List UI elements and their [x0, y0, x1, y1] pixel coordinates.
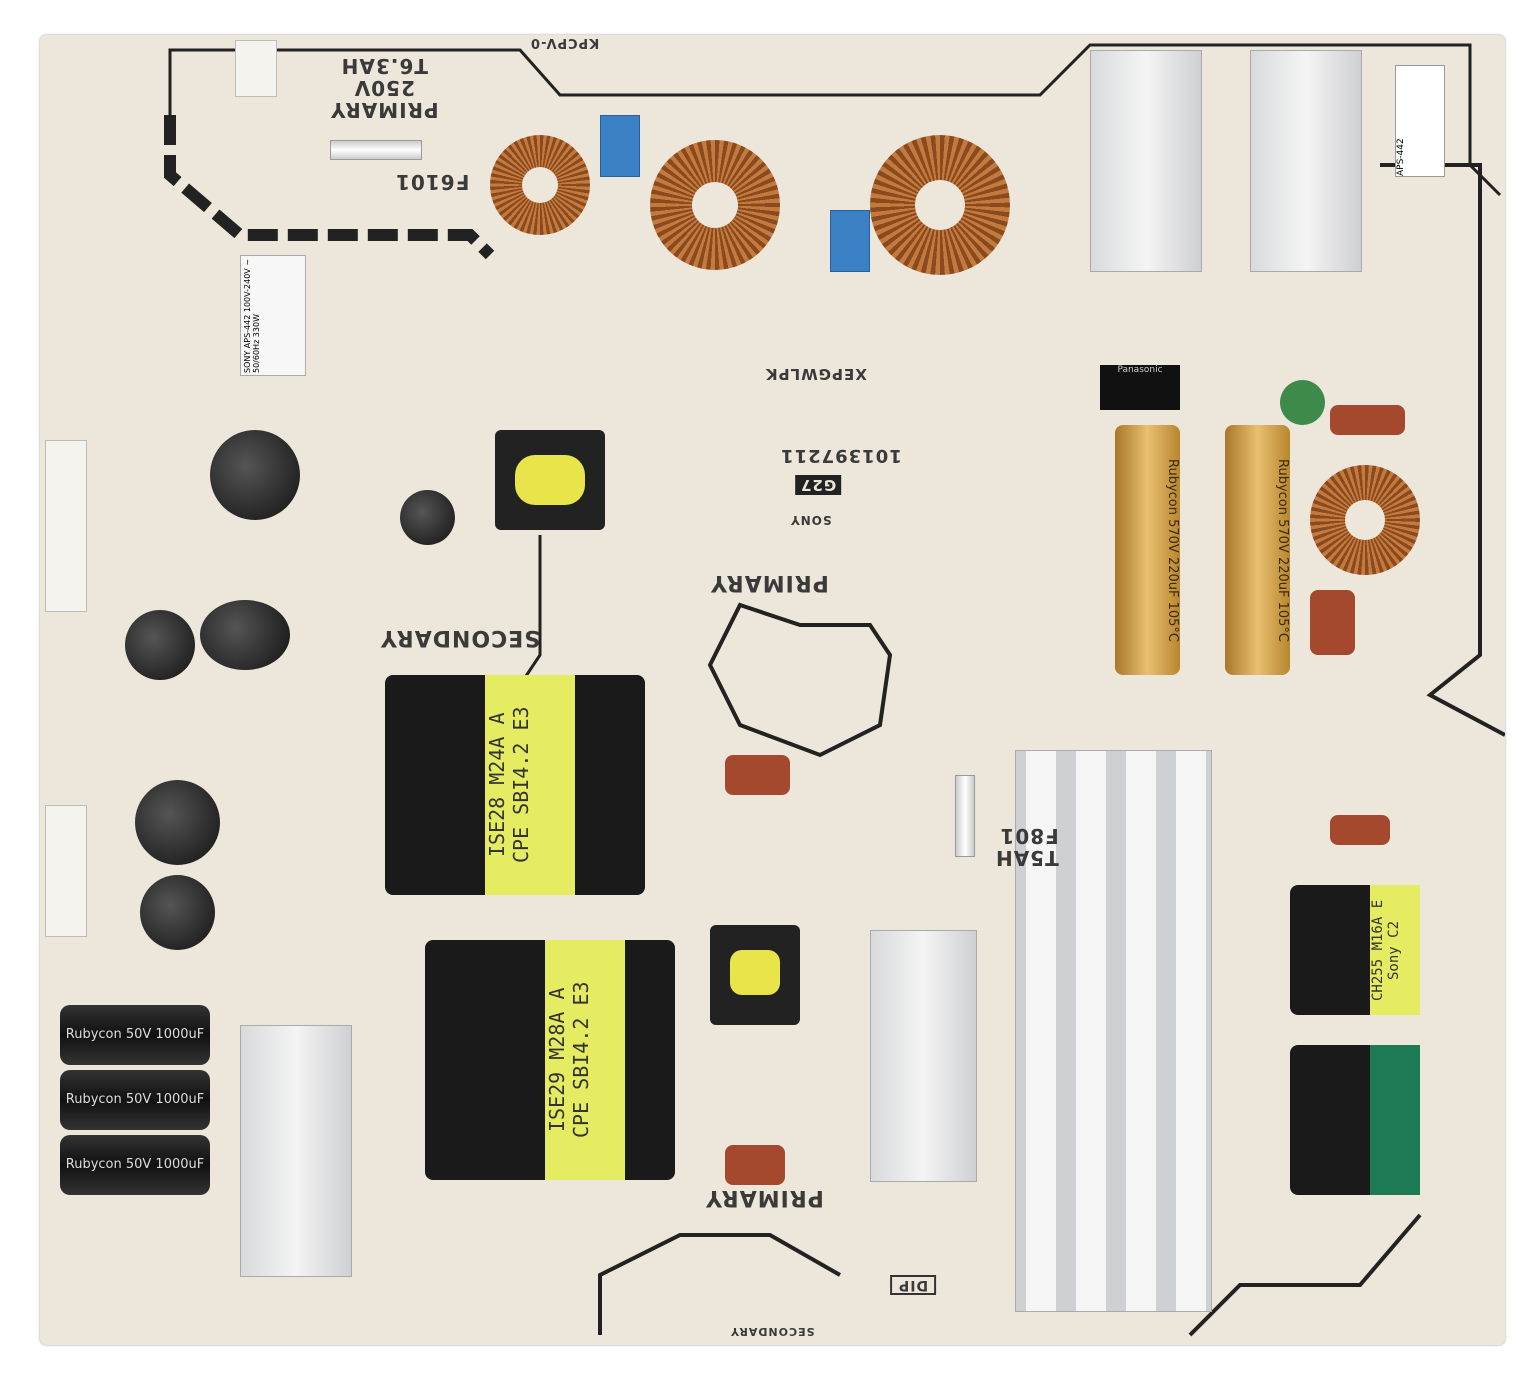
- connector[interactable]: [45, 805, 87, 937]
- pcb-board: PRIMARY 250V T6.3AH KPCPV-0 F6101 APS-44…: [40, 35, 1505, 1345]
- electrolytic-capacitor: [200, 600, 290, 670]
- electrolytic-capacitor: [140, 875, 215, 950]
- electrolytic-capacitor: [400, 490, 455, 545]
- primary-label: PRIMARY: [710, 570, 829, 595]
- brand-silk: SONY: [790, 513, 832, 527]
- sticker-brand: SONY: [243, 350, 252, 373]
- common-mode-choke-3: [870, 135, 1010, 275]
- film-capacitor: [725, 1145, 785, 1185]
- output-choke-1: CH255 M16A E Sony C2: [1290, 885, 1420, 1015]
- secondary-label-2: SECONDARY: [730, 1325, 815, 1338]
- heatsink: [870, 930, 977, 1182]
- electrolytic-capacitor: [125, 610, 195, 680]
- revision: G27: [795, 475, 842, 495]
- film-capacitor: [1310, 590, 1355, 655]
- part-number: 101397211: [780, 445, 902, 466]
- x-capacitor: [600, 115, 640, 177]
- primary-label-2: PRIMARY: [705, 1185, 824, 1210]
- film-capacitor: [725, 755, 790, 795]
- film-capacitor: [1330, 815, 1390, 845]
- ac-input-connector[interactable]: [235, 40, 277, 97]
- rating-sticker: SONY APS-442 100V-240V ~ 50/60Hz 330W: [240, 255, 306, 376]
- output-capacitor: Rubycon 50V 1000uF: [60, 1135, 210, 1195]
- pfc-choke: [1310, 465, 1420, 575]
- heatsink-bridge: [1250, 50, 1362, 272]
- output-choke-2: [1290, 1045, 1420, 1195]
- t1-line1: ISE28 M24A A: [485, 712, 509, 858]
- x-capacitor: [830, 210, 870, 272]
- fuse-ref: F6101: [395, 170, 470, 194]
- film-capacitor: [1330, 405, 1405, 435]
- zone-label: PRIMARY: [330, 98, 439, 122]
- aux-transformer: [710, 925, 800, 1025]
- heatsink-bridge: [1090, 50, 1202, 272]
- output-capacitor: Rubycon 50V 1000uF: [60, 1005, 210, 1065]
- dip-label: DIP: [890, 1275, 937, 1295]
- zone-outlines: [164, 43, 1505, 1337]
- relay: Panasonic: [1100, 365, 1180, 410]
- choke-line2: Sony C2: [1386, 920, 1402, 980]
- heatsink-secondary: [240, 1025, 352, 1277]
- fuse-f6101: [330, 140, 422, 160]
- fuse-primary-silk: PRIMARY 250V T6.3AH: [330, 54, 439, 122]
- main-heatsink: [1015, 750, 1212, 1312]
- sticker-input: 100V-240V ~: [243, 258, 252, 313]
- secondary-label: SECONDARY: [380, 625, 541, 650]
- common-mode-choke-2: [650, 140, 780, 270]
- label-sticker: APS-442: [1395, 65, 1445, 177]
- electrolytic-capacitor: [210, 430, 300, 520]
- model-code: KPCPV-0: [530, 35, 600, 50]
- bulk-capacitor: Rubycon 570V 220uF 105°C: [1225, 425, 1290, 675]
- electrolytic-capacitor: [135, 780, 220, 865]
- t2-line1: ISE29 M28A A: [545, 987, 569, 1133]
- fuse-f801: [955, 775, 975, 857]
- choke-line1: CH255 M16A E: [1370, 899, 1386, 1001]
- mirrored-marking: XEPGWLPK: [765, 365, 867, 383]
- f801-rating: T5AH: [995, 846, 1059, 870]
- choke-label: CH255 M16A E Sony C2: [1370, 885, 1420, 1015]
- fuse-voltage: 250V: [353, 76, 415, 100]
- t2-line2: CPE SBI4.2 E3: [569, 981, 593, 1139]
- fuse-f801-silk: T5AH F801: [995, 824, 1059, 870]
- common-mode-choke-1: [490, 135, 590, 235]
- sticker-model: APS-442: [243, 314, 252, 349]
- t1-line2: CPE SBI4.2 E3: [509, 706, 533, 864]
- f801-ref: F801: [999, 824, 1059, 848]
- output-capacitor: Rubycon 50V 1000uF: [60, 1070, 210, 1130]
- bulk-capacitor: Rubycon 570V 220uF 105°C: [1115, 425, 1180, 675]
- thermistor: [1280, 380, 1325, 425]
- sticker-freq: 50/60Hz 330W: [252, 314, 261, 373]
- fuse-rating: T6.3AH: [340, 54, 428, 78]
- connector[interactable]: [45, 440, 87, 612]
- standby-transformer: [495, 430, 605, 530]
